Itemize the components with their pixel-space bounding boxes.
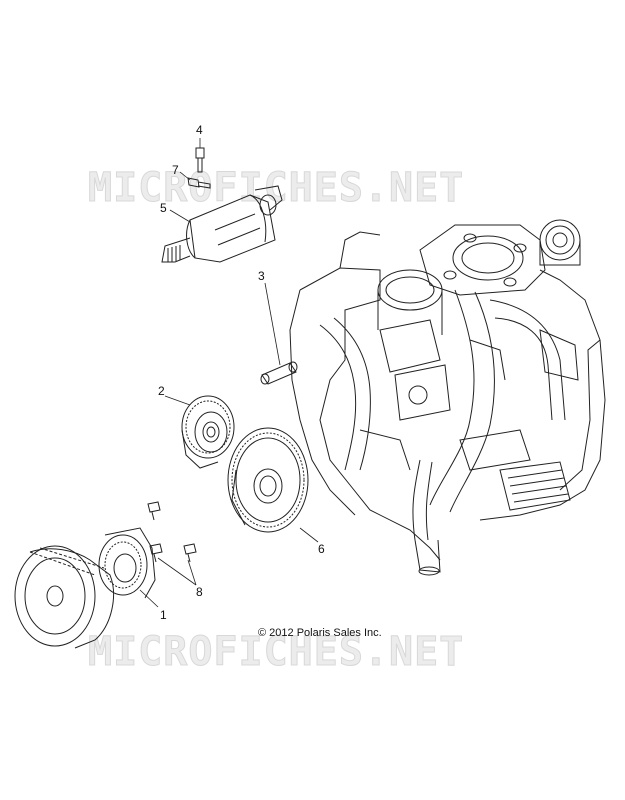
idler-gear: [181, 395, 235, 469]
shaft-pin: [260, 361, 298, 385]
callout-4: 4: [196, 123, 203, 137]
one-way-clutch: [98, 527, 156, 599]
engine-block: [289, 219, 606, 576]
watermark-bottom: MICROFICHES.NET: [87, 629, 465, 675]
callout-1: 1: [160, 608, 167, 622]
callout-6: 6: [318, 542, 325, 556]
callout-3: 3: [258, 269, 265, 283]
clutch-mounting-bolts: [147, 501, 197, 563]
copyright-notice: © 2012 Polaris Sales Inc.: [258, 627, 382, 639]
leader-lines: [139, 138, 319, 608]
starter-motor: [161, 185, 283, 263]
callout-5: 5: [160, 201, 167, 215]
callout-7: 7: [172, 163, 179, 177]
callout-2: 2: [158, 384, 165, 398]
flywheel: [14, 545, 114, 649]
starter-driven-gear: [227, 427, 309, 533]
starter-bolts: [187, 147, 211, 189]
callout-8: 8: [196, 585, 203, 599]
